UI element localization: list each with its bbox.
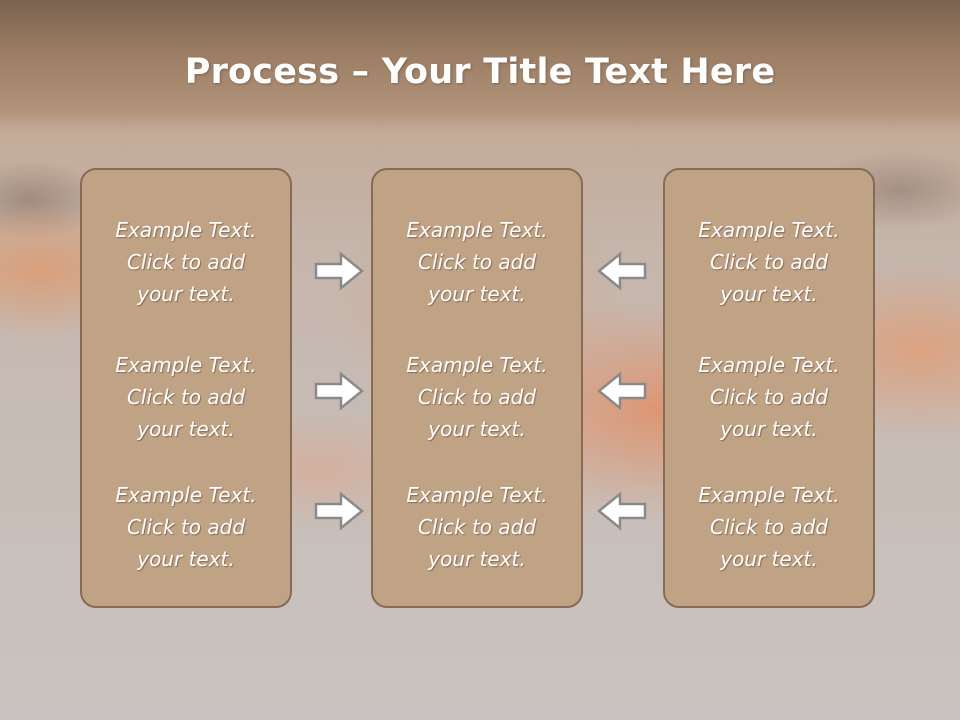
text-placeholder[interactable]: Example Text. Click to add your text.: [665, 349, 873, 445]
process-panel-left[interactable]: Example Text. Click to add your text. Ex…: [80, 168, 292, 608]
text-line: your text.: [137, 547, 235, 571]
text-placeholder[interactable]: Example Text. Click to add your text.: [82, 214, 290, 310]
text-placeholder[interactable]: Example Text. Click to add your text.: [373, 479, 581, 575]
text-placeholder[interactable]: Example Text. Click to add your text.: [373, 349, 581, 445]
slide-title[interactable]: Process – Your Title Text Here: [0, 52, 960, 92]
text-line: Example Text.: [406, 483, 548, 507]
arrow-right-icon[interactable]: [313, 371, 365, 411]
text-line: your text.: [720, 417, 818, 441]
text-placeholder[interactable]: Example Text. Click to add your text.: [665, 479, 873, 575]
process-panel-center[interactable]: Example Text. Click to add your text. Ex…: [371, 168, 583, 608]
arrow-left-icon[interactable]: [596, 491, 648, 531]
text-placeholder[interactable]: Example Text. Click to add your text.: [82, 479, 290, 575]
text-line: Click to add: [417, 385, 537, 409]
text-line: Example Text.: [115, 218, 257, 242]
text-line: your text.: [720, 547, 818, 571]
text-line: Click to add: [126, 385, 246, 409]
process-panel-right[interactable]: Example Text. Click to add your text. Ex…: [663, 168, 875, 608]
text-line: Click to add: [709, 515, 829, 539]
text-line: your text.: [137, 282, 235, 306]
text-line: your text.: [428, 547, 526, 571]
text-line: Example Text.: [406, 218, 548, 242]
text-line: your text.: [720, 282, 818, 306]
text-line: Example Text.: [698, 353, 840, 377]
text-placeholder[interactable]: Example Text. Click to add your text.: [373, 214, 581, 310]
text-line: Click to add: [417, 515, 537, 539]
text-line: Example Text.: [698, 218, 840, 242]
text-line: your text.: [428, 417, 526, 441]
arrow-right-icon[interactable]: [313, 251, 365, 291]
arrow-left-icon[interactable]: [596, 251, 648, 291]
arrow-right-icon[interactable]: [313, 491, 365, 531]
text-placeholder[interactable]: Example Text. Click to add your text.: [665, 214, 873, 310]
text-placeholder[interactable]: Example Text. Click to add your text.: [82, 349, 290, 445]
text-line: Click to add: [709, 385, 829, 409]
text-line: Example Text.: [115, 483, 257, 507]
slide-title-bold: Process: [184, 52, 340, 92]
text-line: your text.: [137, 417, 235, 441]
arrow-left-icon[interactable]: [596, 371, 648, 411]
text-line: Example Text.: [406, 353, 548, 377]
slide-title-rest: – Your Title Text Here: [339, 52, 776, 92]
text-line: Click to add: [126, 515, 246, 539]
title-band: [0, 0, 960, 130]
text-line: Click to add: [126, 250, 246, 274]
text-line: Example Text.: [698, 483, 840, 507]
text-line: your text.: [428, 282, 526, 306]
text-line: Click to add: [417, 250, 537, 274]
text-line: Click to add: [709, 250, 829, 274]
text-line: Example Text.: [115, 353, 257, 377]
